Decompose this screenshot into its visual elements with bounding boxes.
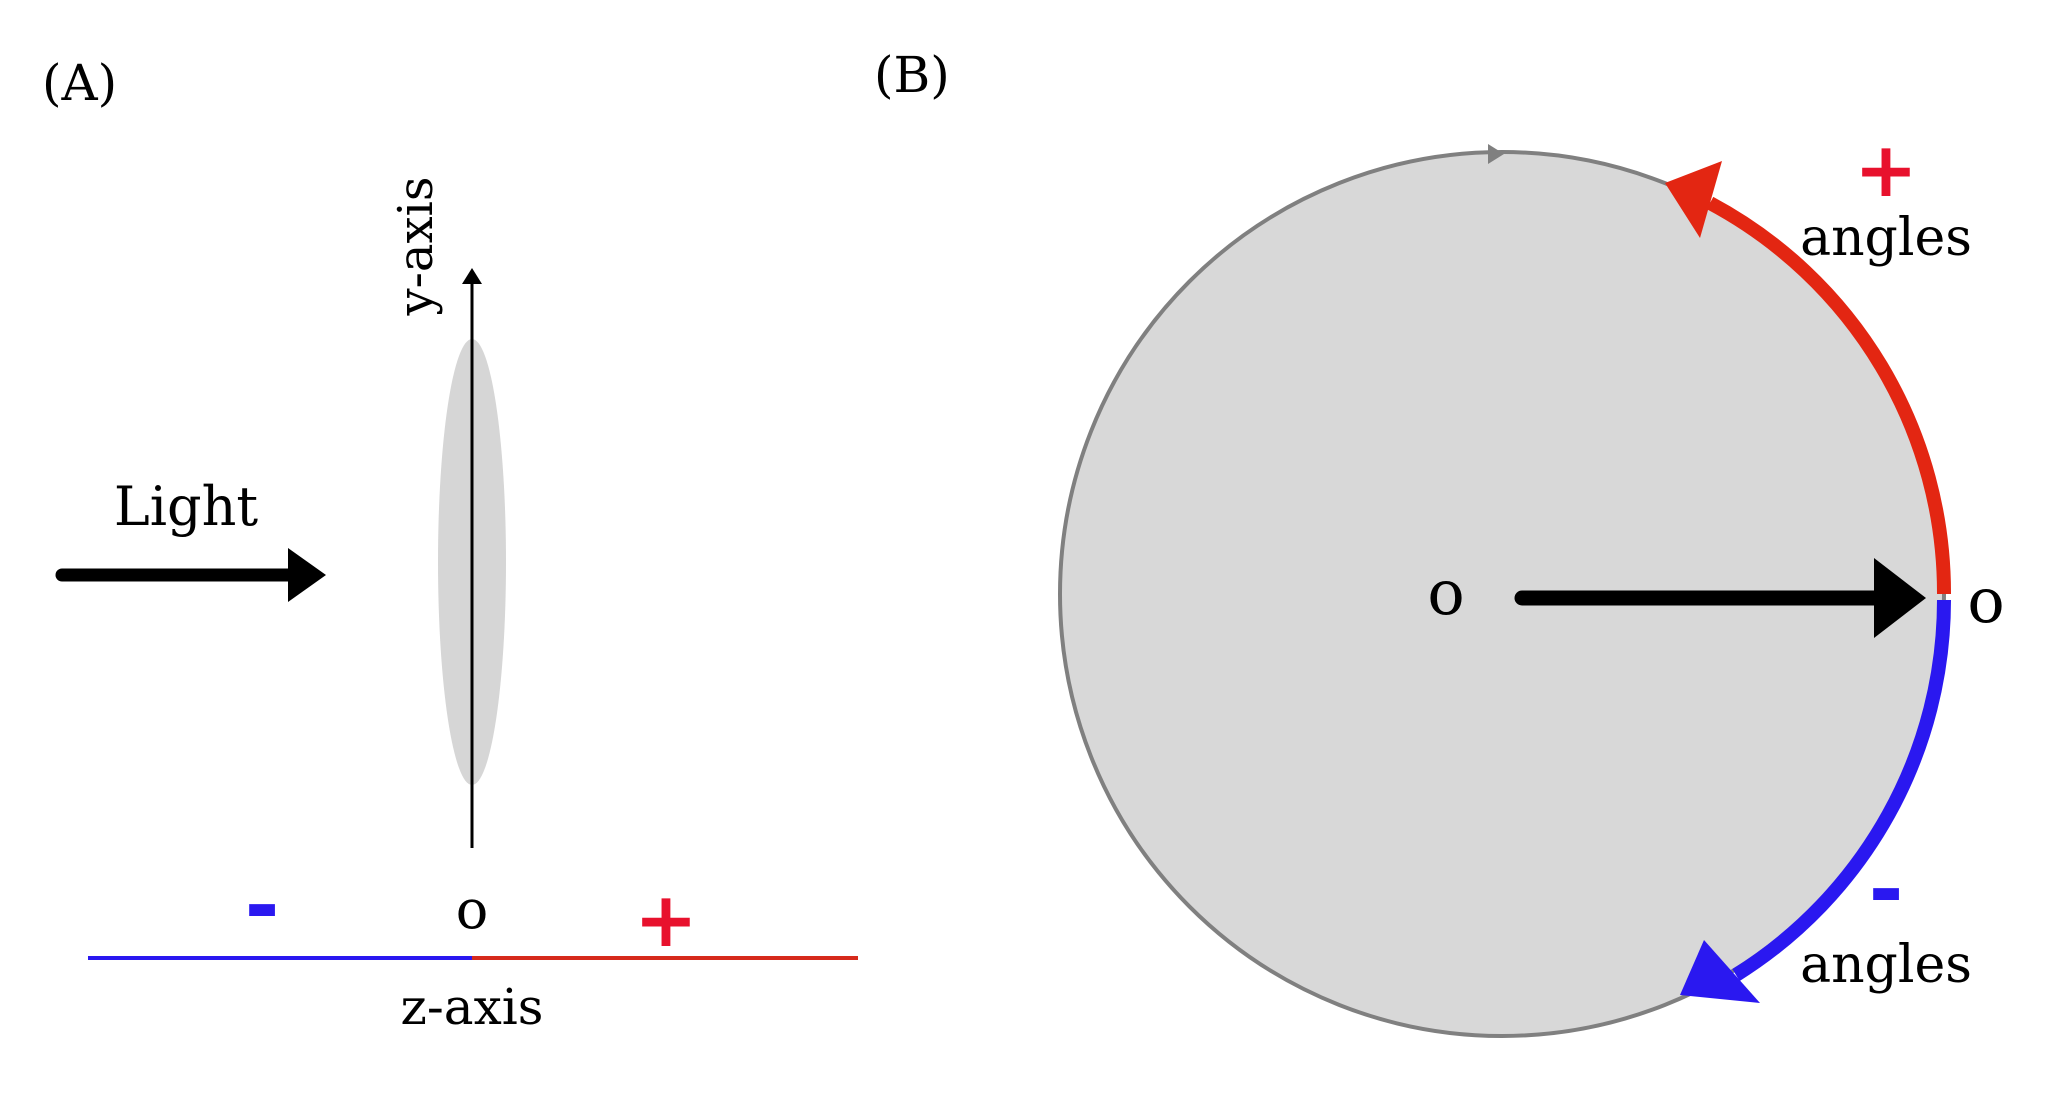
panel-b: (B) o o + angles - angles <box>874 46 2005 1038</box>
negative-angles-label: angles <box>1800 935 1972 995</box>
panel-a: (A) Light y-axis z-axis o - + <box>42 54 858 1036</box>
y-axis-arrowhead <box>462 268 482 284</box>
center-arrow-head <box>1874 558 1926 638</box>
positive-sign: + <box>1854 125 1918 214</box>
light-label: Light <box>114 475 258 538</box>
positive-angle-arrowhead <box>1665 161 1722 238</box>
panel-a-label: (A) <box>42 54 117 112</box>
z-axis-minus-sign: - <box>245 856 280 954</box>
z-axis-label: z-axis <box>401 978 544 1036</box>
y-axis-label: y-axis <box>388 176 444 316</box>
light-arrow-head <box>288 548 326 602</box>
positive-angles-label: angles <box>1800 208 1972 268</box>
panel-b-label: (B) <box>874 46 950 104</box>
circle-direction-marker <box>1488 144 1504 164</box>
circle-edge-label: o <box>1967 564 2004 637</box>
positive-angle-arc <box>1706 196 1952 595</box>
negative-angle-arrowhead <box>1680 940 1760 1003</box>
z-axis-plus-sign: + <box>634 875 698 964</box>
negative-sign: - <box>1869 840 1904 938</box>
z-axis-origin-label: o <box>456 878 489 941</box>
negative-angle-arc <box>1732 599 1951 981</box>
circle-center-label: o <box>1427 556 1464 629</box>
